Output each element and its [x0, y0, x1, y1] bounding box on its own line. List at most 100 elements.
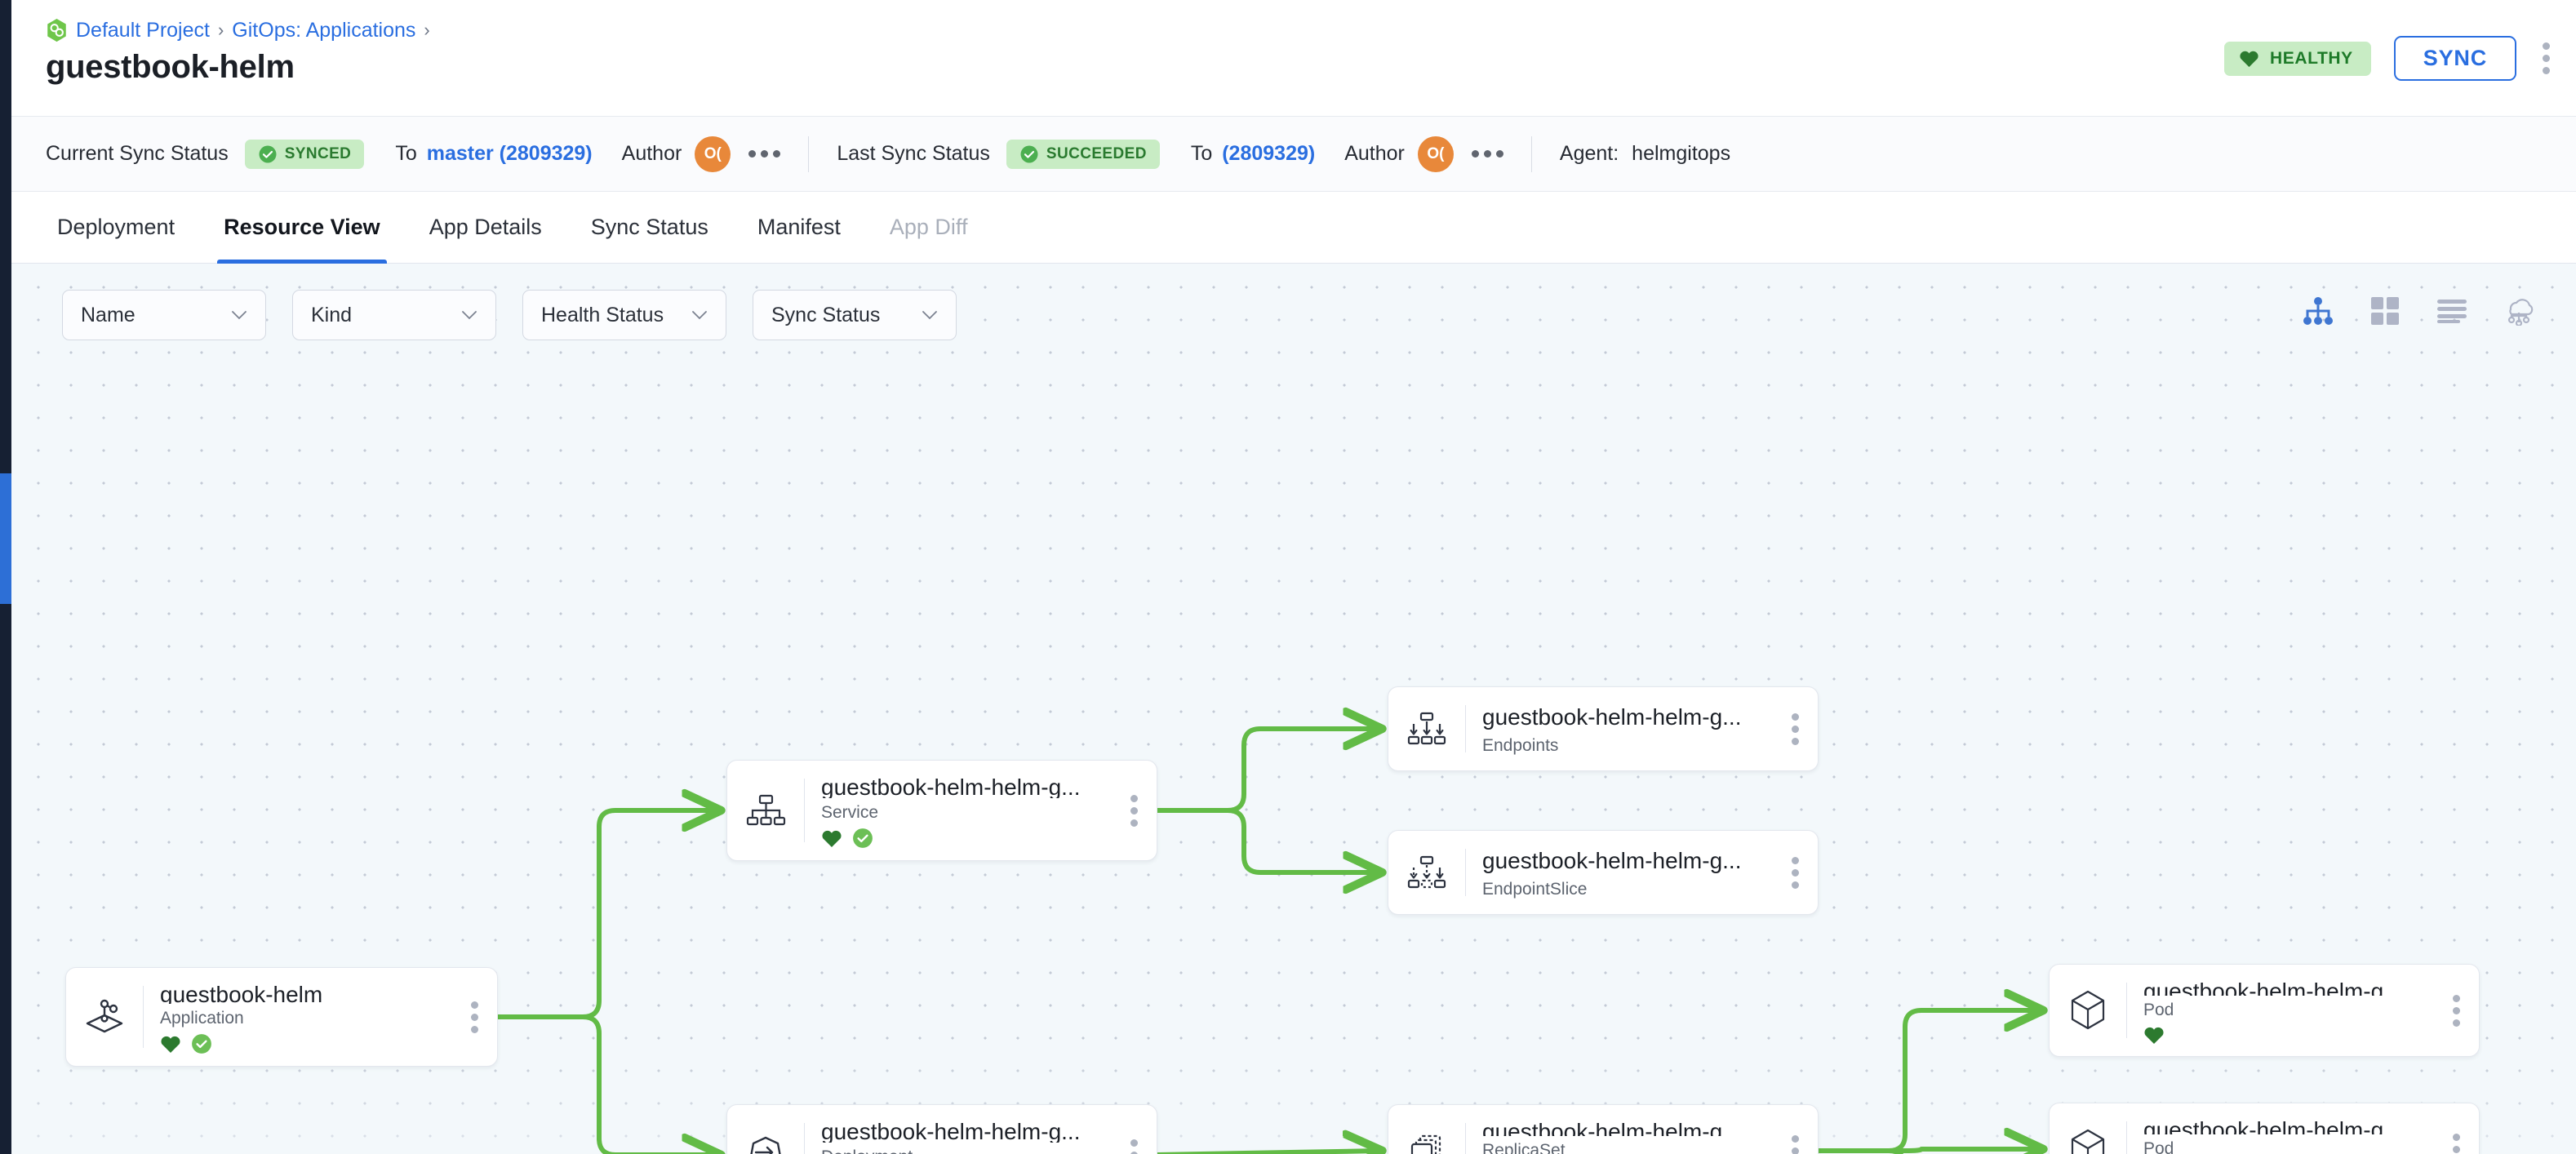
grid-view-icon[interactable] — [2367, 293, 2403, 329]
endpointslice-icon — [1388, 831, 1465, 914]
replicaset-icon — [1388, 1105, 1465, 1154]
kebab-vertical-icon[interactable] — [1111, 1105, 1157, 1154]
last-sync-status-pill[interactable]: SUCCEEDED — [1006, 139, 1160, 169]
tab-resource-view[interactable]: Resource View — [199, 192, 405, 264]
node-kind: Pod — [2143, 1139, 2174, 1154]
breadcrumb-separator: › — [424, 20, 430, 40]
node-title: guestbook-helm-helm-g... — [1482, 704, 1742, 730]
kebab-horizontal-icon[interactable] — [748, 150, 781, 158]
kebab-vertical-icon[interactable] — [1772, 687, 1818, 770]
check-circle-icon — [258, 144, 278, 164]
last-sync-status-label: Last Sync Status — [837, 142, 990, 165]
node-body: guestbook-helm-helm-g... Service — [805, 761, 1111, 860]
node-kind: Endpoints — [1482, 736, 1559, 755]
node-body: guestbook-helm-helm-g... ReplicaSet — [1466, 1105, 1772, 1154]
network-topology-icon[interactable] — [2501, 293, 2537, 329]
kebab-vertical-icon[interactable] — [451, 968, 497, 1066]
service-icon — [727, 761, 804, 860]
filter-sync-status-label: Sync Status — [771, 303, 881, 326]
current-sync-status-label: Current Sync Status — [46, 142, 229, 165]
pod-icon — [2050, 1103, 2126, 1154]
filter-health-status-label: Health Status — [541, 303, 664, 326]
filter-kind-label: Kind — [311, 303, 353, 326]
node-title: guestbook-helm-helm-g... — [1482, 1119, 1742, 1136]
node-kind: EndpointSlice — [1482, 880, 1588, 899]
chevron-down-icon — [691, 310, 708, 320]
breadcrumb: Default Project › GitOps: Applications › — [46, 18, 430, 42]
resource-tree-canvas[interactable]: Name Kind Health Status Sync Status — [11, 264, 2576, 1154]
argo-application-icon — [66, 968, 143, 1066]
filter-health-status-select[interactable]: Health Status — [522, 290, 726, 340]
resource-node-replicaset[interactable]: guestbook-helm-helm-g... ReplicaSet — [1388, 1104, 1819, 1154]
node-title: guestbook-helm-helm-g... — [821, 775, 1081, 798]
node-kind: ReplicaSet — [1482, 1141, 1566, 1154]
node-title: guestbook-helm-helm-g... — [821, 1119, 1081, 1143]
node-body: guestbook-helm-helm-g... Pod — [2127, 1103, 2433, 1154]
avatar[interactable]: O( — [1417, 135, 1454, 172]
kebab-horizontal-icon[interactable] — [1471, 150, 1503, 158]
page-title: guestbook-helm — [46, 49, 295, 85]
resource-node-endpointslice[interactable]: guestbook-helm-helm-g... EndpointSlice — [1388, 830, 1819, 915]
filter-name-label: Name — [81, 303, 135, 326]
tab-app-details[interactable]: App Details — [429, 215, 542, 239]
health-badge-label: HEALTHY — [2269, 48, 2353, 68]
kebab-vertical-icon[interactable] — [1772, 831, 1818, 914]
last-author-label: Author — [1344, 142, 1405, 165]
tab-deployment[interactable]: Deployment — [57, 215, 175, 239]
resource-node-service[interactable]: guestbook-helm-helm-g... Service — [726, 760, 1157, 861]
filter-sync-status-select[interactable]: Sync Status — [753, 290, 957, 340]
avatar[interactable]: O( — [695, 135, 731, 172]
tab-sync-status[interactable]: Sync Status — [590, 215, 708, 239]
heart-icon — [160, 1034, 181, 1054]
status-badge-healthy[interactable]: HEALTHY — [2223, 41, 2371, 76]
left-nav-active-indicator[interactable] — [0, 473, 11, 604]
resource-node-pod-1[interactable]: guestbook-helm-helm-g... Pod — [2049, 964, 2480, 1057]
view-mode-switcher — [2300, 293, 2537, 329]
last-revision-link[interactable]: (2809329) — [1222, 142, 1316, 165]
node-body: guestbook-helm Application — [144, 968, 451, 1066]
current-sync-pill-label: SYNCED — [284, 144, 352, 162]
list-view-icon[interactable] — [2434, 293, 2470, 329]
header-actions: HEALTHY SYNC — [2223, 36, 2553, 81]
current-sync-status-pill[interactable]: SYNCED — [244, 139, 365, 169]
tab-app-diff: App Diff — [889, 215, 968, 239]
kebab-vertical-icon[interactable] — [2539, 39, 2553, 78]
node-title: guestbook-helm-helm-g... — [1482, 848, 1742, 873]
kebab-vertical-icon[interactable] — [2433, 1103, 2479, 1154]
kebab-vertical-icon[interactable] — [1111, 761, 1157, 860]
deployment-icon — [727, 1105, 804, 1154]
kebab-vertical-icon[interactable] — [1772, 1105, 1818, 1154]
node-status-badges — [2143, 1025, 2433, 1045]
node-title: guestbook-helm-helm-g... — [2143, 1117, 2403, 1134]
resource-node-pod-2[interactable]: guestbook-helm-helm-g... Pod — [2049, 1103, 2480, 1154]
resource-node-application[interactable]: guestbook-helm Application — [65, 967, 498, 1067]
current-author-label: Author — [621, 142, 682, 165]
heart-icon — [2239, 49, 2259, 68]
breadcrumb-link-default-project[interactable]: Default Project — [76, 19, 210, 42]
page-header: Default Project › GitOps: Applications ›… — [11, 0, 2576, 117]
resource-node-endpoints[interactable]: guestbook-helm-helm-g... Endpoints — [1388, 686, 1819, 771]
node-body: guestbook-helm-helm-g... Endpoints — [1466, 687, 1772, 770]
pod-icon — [2050, 965, 2126, 1056]
chevron-down-icon — [231, 310, 247, 320]
filter-bar: Name Kind Health Status Sync Status — [62, 290, 957, 340]
node-body: guestbook-helm-helm-g... EndpointSlice — [1466, 831, 1772, 914]
breadcrumb-link-gitops-applications[interactable]: GitOps: Applications — [232, 19, 416, 42]
endpoints-icon — [1388, 687, 1465, 770]
filter-name-select[interactable]: Name — [62, 290, 266, 340]
current-revision-link[interactable]: master (2809329) — [426, 142, 593, 165]
agent-value: helmgitops — [1632, 142, 1731, 165]
chevron-down-icon — [461, 310, 477, 320]
kebab-vertical-icon[interactable] — [2433, 965, 2479, 1056]
chevron-down-icon — [922, 310, 938, 320]
sync-button[interactable]: SYNC — [2393, 36, 2516, 81]
divider — [1530, 135, 1532, 172]
resource-node-deployment[interactable]: guestbook-helm-helm-g... Deployment — [726, 1104, 1157, 1154]
check-circle-icon — [191, 1033, 212, 1054]
sync-status-bar: Current Sync Status SYNCED To master (28… — [11, 117, 2576, 192]
tab-manifest[interactable]: Manifest — [757, 215, 841, 239]
filter-kind-select[interactable]: Kind — [292, 290, 496, 340]
node-title: guestbook-helm-helm-g... — [2143, 979, 2403, 996]
tree-view-icon[interactable] — [2300, 293, 2336, 329]
node-status-badges — [160, 1033, 451, 1054]
